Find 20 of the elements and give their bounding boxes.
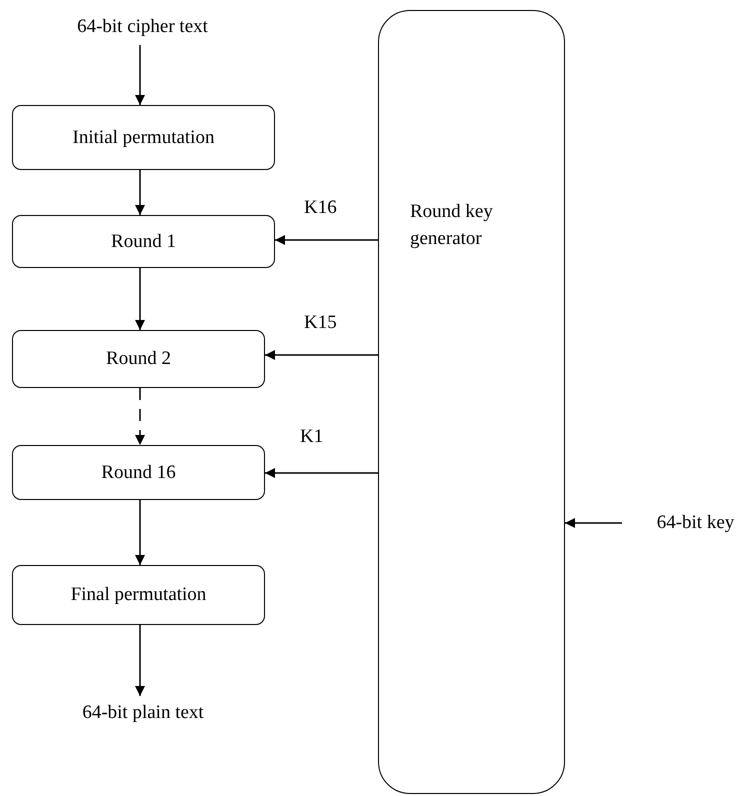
text-label: 64-bit key xyxy=(638,510,751,536)
process-box: Round 16 xyxy=(12,445,265,500)
process-box: Round 2 xyxy=(12,330,265,388)
arrow xyxy=(265,468,378,478)
arrow xyxy=(135,500,145,565)
arrow xyxy=(565,518,622,528)
arrow xyxy=(135,45,145,105)
process-box: Round 1 xyxy=(12,215,275,268)
text-label: 64-bit cipher text xyxy=(45,14,240,40)
generator-box xyxy=(378,10,565,794)
box-label: Round key generator xyxy=(410,200,494,251)
arrow xyxy=(275,235,378,245)
arrow xyxy=(135,268,145,330)
process-box: Initial permutation xyxy=(12,105,275,170)
arrow xyxy=(135,388,145,445)
arrow xyxy=(135,170,145,215)
arrow xyxy=(265,350,378,360)
process-box: Final permutation xyxy=(12,565,265,625)
text-label: 64-bit plain text xyxy=(33,700,253,726)
arrow xyxy=(135,625,145,696)
